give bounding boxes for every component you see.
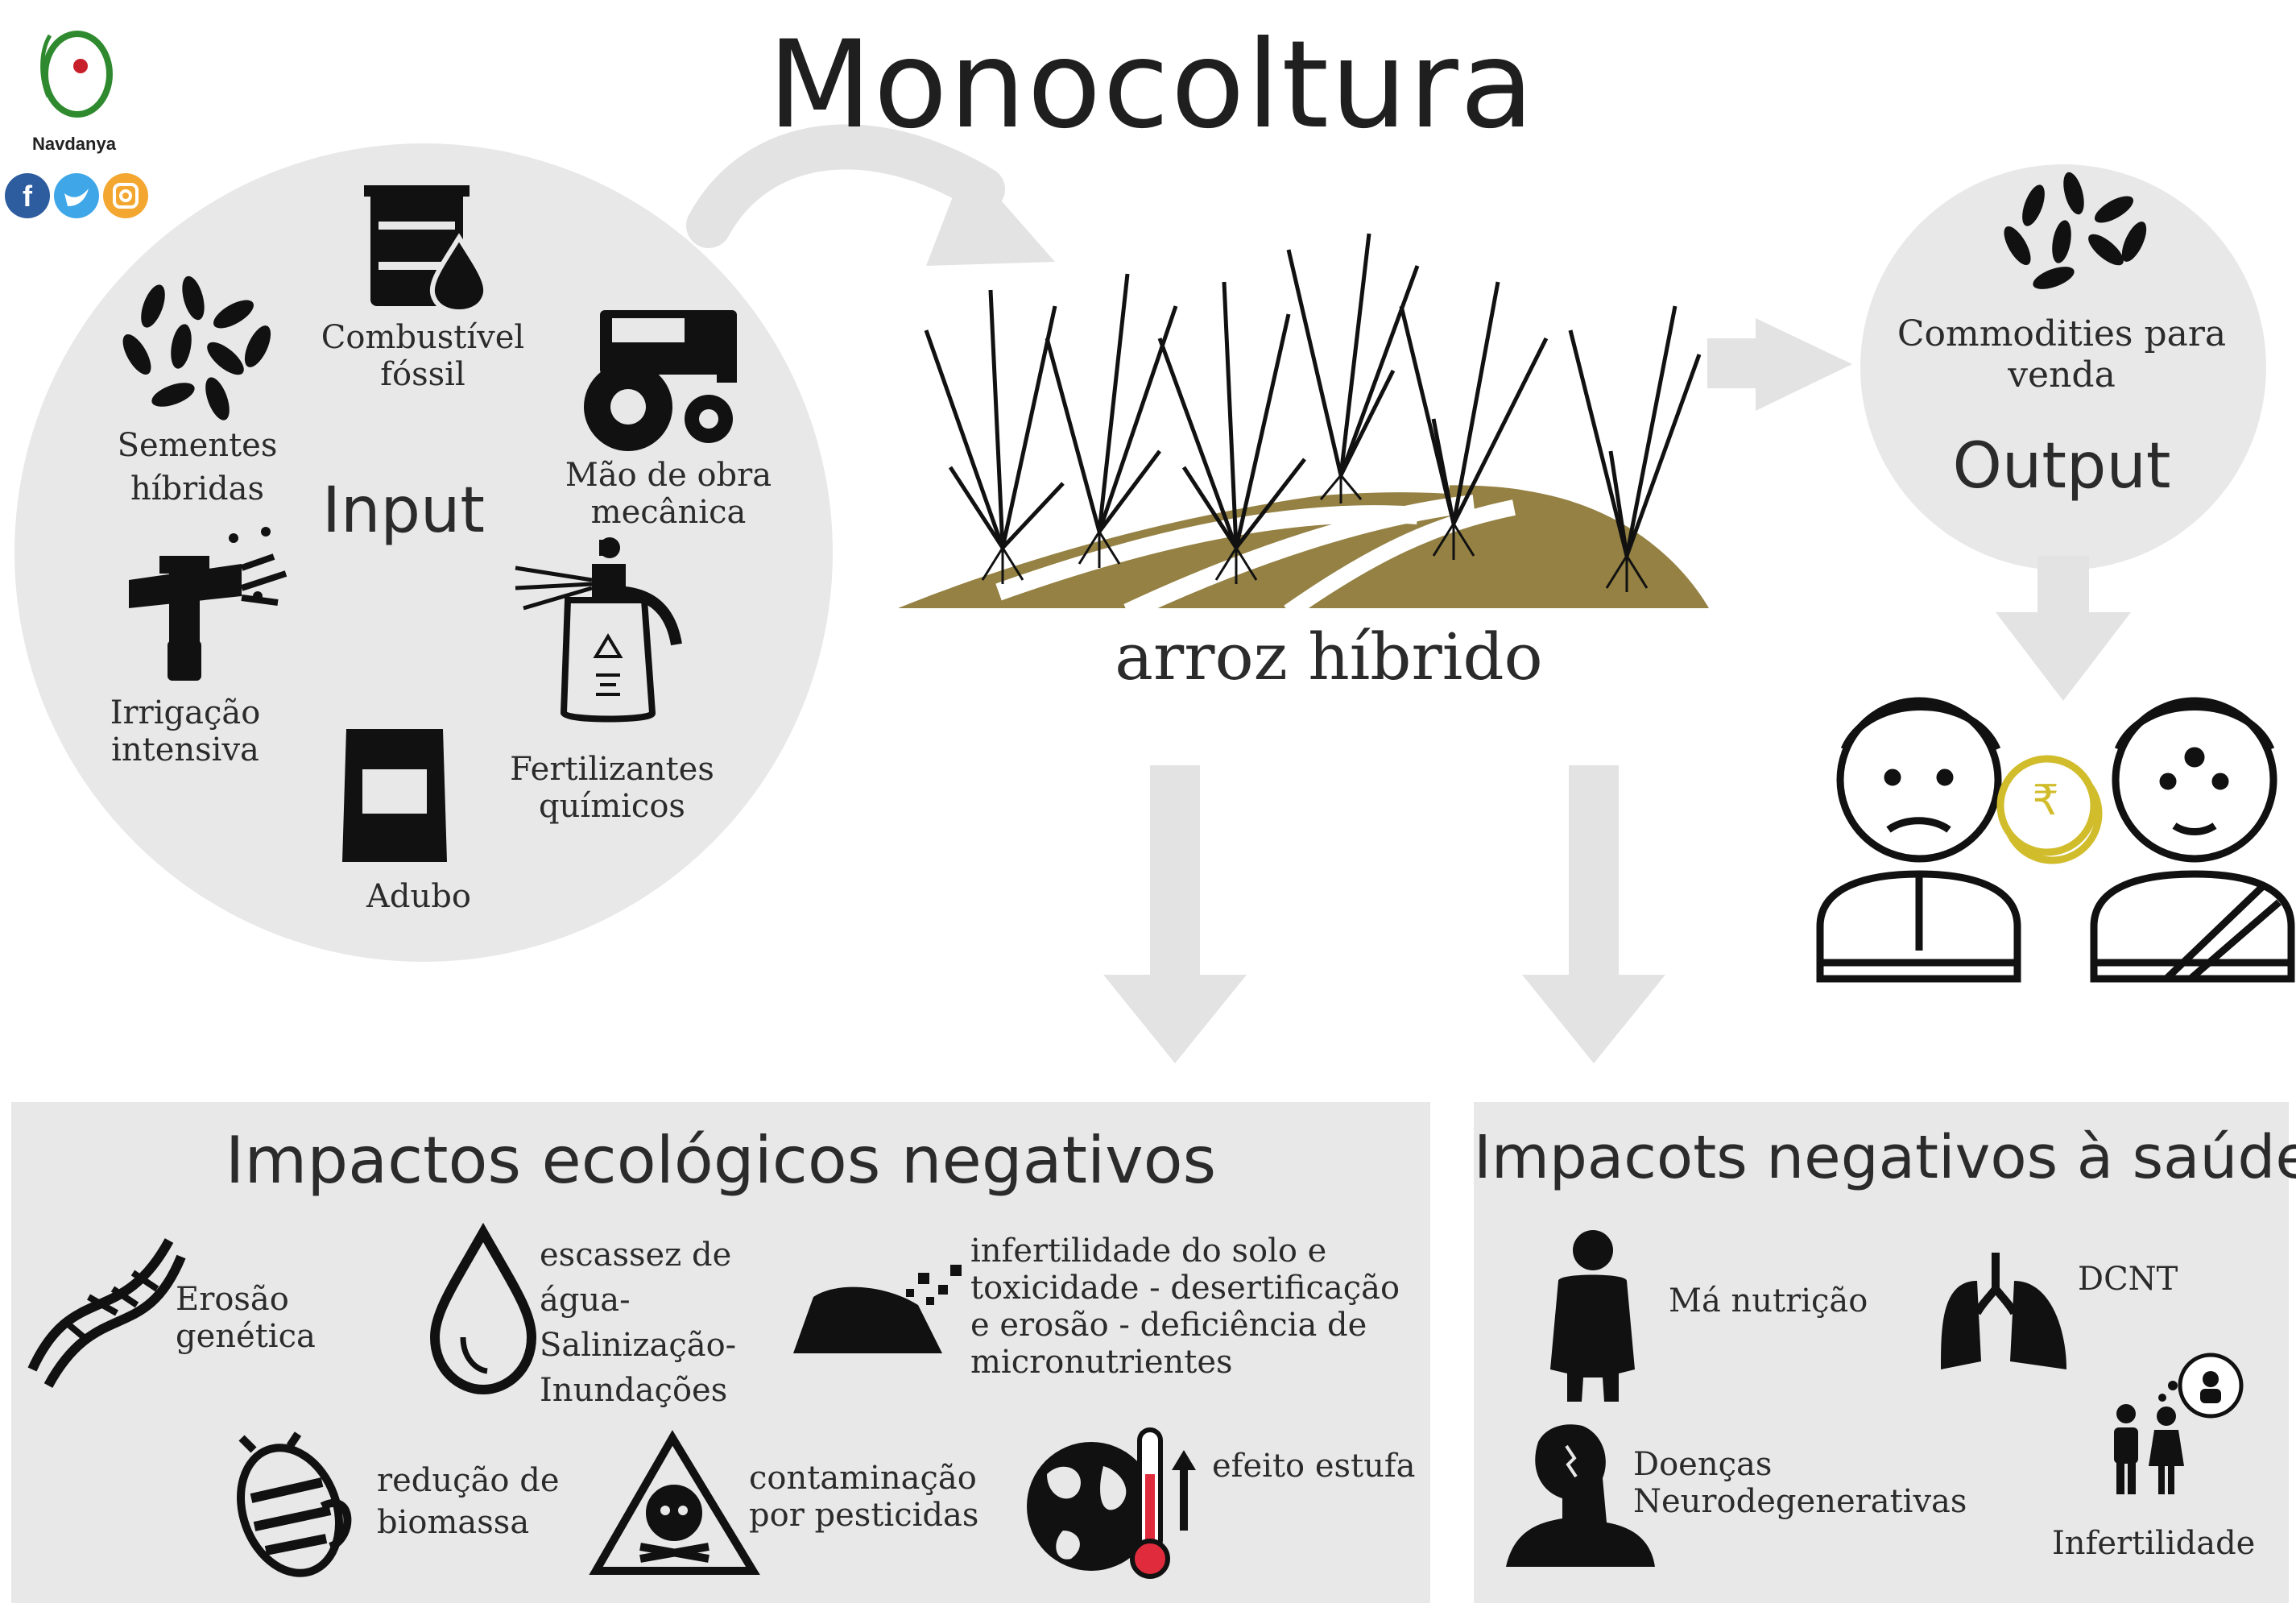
coin-icon <box>1996 755 2103 864</box>
navdanya-logo-icon <box>40 31 113 118</box>
fertilizer-bag-icon <box>342 729 447 862</box>
eco-item-genetic-erosion: Erosão genética <box>176 1281 316 1355</box>
farmer-woman-icon <box>2090 697 2295 983</box>
rice-plants <box>924 233 1702 557</box>
instagram-icon <box>103 173 148 218</box>
crop-label: arroz híbrido <box>1115 619 1543 694</box>
facebook-glyph: f <box>23 180 33 213</box>
down-arrow-head-2 <box>1103 975 1247 1063</box>
social-icons <box>5 173 148 218</box>
twitter-icon <box>54 173 99 218</box>
output-label: Output <box>1952 430 2171 503</box>
skull-warning-icon <box>589 1430 760 1575</box>
health-item-infertility: Infertilidade <box>2052 1525 2256 1562</box>
input-item-labor: Mão de obra mecânica <box>565 457 772 531</box>
input-item-seeds: Sementes híbridas <box>117 427 278 508</box>
page-title: Monocoltura <box>767 15 1536 155</box>
person-icon <box>1550 1230 1635 1402</box>
health-item-ncd: DCNT <box>2078 1261 2178 1298</box>
lungs-icon <box>1941 1253 2066 1369</box>
couple-baby-icon <box>2114 1353 2244 1494</box>
ecological-panel-title: Impactos ecológicos negativos <box>225 1123 1217 1198</box>
dna-icon <box>27 1238 186 1388</box>
eco-item-water: escassez de água- Salinização- Inundaçõe… <box>540 1237 737 1409</box>
eco-item-biomass: redução de biomassa <box>377 1462 560 1541</box>
rice-roots <box>981 474 1649 592</box>
down-arrow-head-3 <box>1522 975 1665 1063</box>
seeds-icon <box>122 276 271 420</box>
rupee-symbol: ₹ <box>2032 777 2059 825</box>
output-seeds-icon <box>2004 172 2147 289</box>
eco-item-greenhouse: efeito estufa <box>1212 1448 1416 1485</box>
twitter-glyph <box>64 188 89 206</box>
curved-arrow-head <box>926 161 1055 266</box>
brand-name: Navdanya <box>32 134 116 154</box>
head-brain-icon <box>1506 1424 1655 1567</box>
down-arrow-head-1 <box>1996 612 2131 701</box>
sprinkler-icon <box>129 527 288 681</box>
output-circle <box>1860 164 2266 570</box>
spray-bottle-icon <box>515 537 682 723</box>
input-item-fertilizers: Fertilizantes químicos <box>510 751 714 825</box>
input-item-manure: Adubo <box>366 878 471 915</box>
health-item-neuro: Doenças Neurodegenerativas <box>1633 1446 1967 1520</box>
instagram-glyph <box>113 183 139 209</box>
input-item-irrigation: Irrigação intensiva <box>110 694 261 768</box>
bee-icon <box>237 1431 352 1577</box>
water-drop-icon <box>429 1222 537 1395</box>
output-description: Commodities para venda <box>1897 313 2227 396</box>
curved-arrow-icon <box>686 124 1005 248</box>
health-panel-title: Impacots negativos à saúde <box>1474 1123 2296 1192</box>
down-arrow-shaft-2 <box>1150 765 1200 983</box>
facebook-icon <box>5 173 50 218</box>
down-arrow-shaft-3 <box>1569 765 1619 983</box>
input-label: Input <box>322 474 485 547</box>
soil-pile-icon <box>793 1265 962 1353</box>
health-item-malnutrition: Má nutrição <box>1669 1282 1868 1320</box>
eco-item-pesticides: contaminação por pesticidas <box>749 1460 979 1534</box>
fuel-barrel-icon <box>364 185 489 314</box>
rice-field-icon <box>898 233 1709 620</box>
farmer-man-icon <box>1816 697 2021 983</box>
input-item-fuel: Combustível fóssil <box>321 319 525 393</box>
globe-thermometer-icon <box>1027 1427 1196 1579</box>
right-arrow-head <box>1756 318 1852 411</box>
tractor-icon <box>584 310 737 451</box>
eco-item-soil: infertilidade do solo e toxicidade - des… <box>970 1232 1400 1381</box>
